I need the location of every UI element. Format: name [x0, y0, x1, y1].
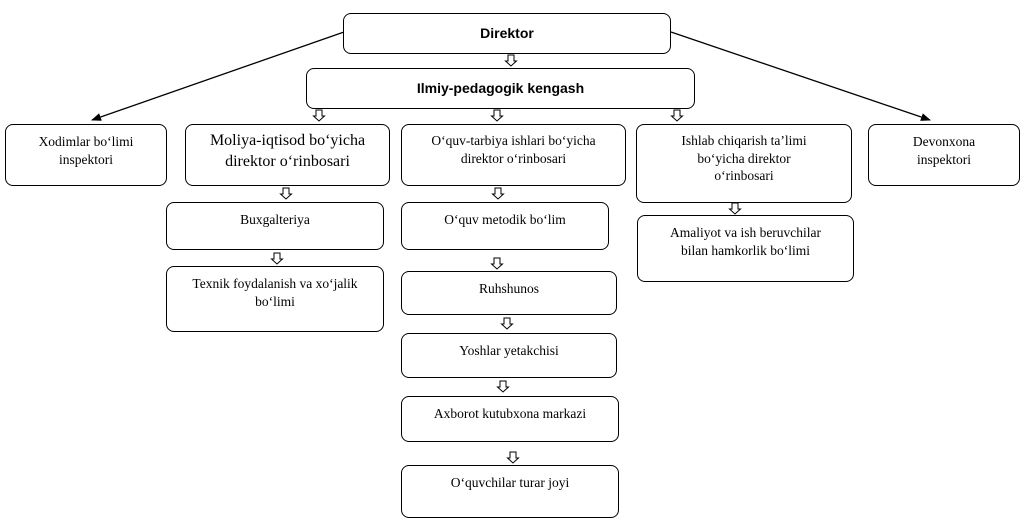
psychologist-box: Ruhshunos — [401, 271, 617, 315]
education-deputy-box: O‘quv-tarbiya ishlari bo‘yicha direktor … — [401, 124, 626, 186]
methodical-label: O‘quv metodik bo‘lim — [444, 212, 566, 227]
maintenance-label: Texnik foydalanish va xo‘jalik bo‘limi — [192, 276, 358, 309]
council-box: Ilmiy-pedagogik kengash — [306, 68, 695, 109]
arrow-library-to-dormitory — [507, 451, 519, 464]
arrow-education-to-methodical — [492, 187, 504, 200]
youth-leader-label: Yoshlar yetakchisi — [459, 343, 559, 358]
accounting-box: Buxgalteriya — [166, 202, 384, 250]
library-label: Axborot kutubxona markazi — [433, 406, 587, 421]
education-deputy-label: O‘quv-tarbiya ishlari bo‘yicha direktor … — [431, 133, 596, 166]
dormitory-box: O‘quvchilar turar joyi — [401, 465, 619, 518]
methodical-box: O‘quv metodik bo‘lim — [401, 202, 609, 250]
arrow-council-to-finance — [313, 109, 325, 122]
youth-leader-box: Yoshlar yetakchisi — [401, 333, 617, 378]
arrow-psychologist-to-youth — [501, 317, 513, 330]
practice-department-box: Amaliyot va ish beruvchilar bilan hamkor… — [637, 215, 854, 282]
accounting-label: Buxgalteriya — [240, 212, 310, 227]
arrow-council-to-production — [671, 109, 683, 122]
arrow-director-to-council — [505, 54, 517, 67]
director-label: Direktor — [480, 25, 534, 42]
council-label: Ilmiy-pedagogik kengash — [416, 80, 585, 97]
hr-inspector-box: Xodimlar bo‘limi inspektori — [5, 124, 167, 186]
dormitory-label: O‘quvchilar turar joyi — [450, 475, 570, 490]
arrow-production-to-practice — [729, 202, 741, 215]
arrow-methodical-to-psychologist — [491, 257, 503, 270]
psychologist-label: Ruhshunos — [478, 281, 539, 296]
hr-inspector-label: Xodimlar bo‘limi inspektori — [38, 134, 134, 167]
library-box: Axborot kutubxona markazi — [401, 396, 619, 442]
arrow-youth-to-library — [497, 380, 509, 393]
arrow-accounting-to-maintenance — [271, 252, 283, 265]
production-deputy-box: Ishlab chiqarish ta’limi bo‘yicha direkt… — [636, 124, 852, 203]
arrow-director-to-records — [670, 31, 931, 121]
arrow-finance-to-accounting — [280, 187, 292, 200]
finance-deputy-label: Moliya-iqtisod bo‘yicha direktor o‘rinbo… — [209, 132, 366, 170]
arrow-council-to-education — [491, 109, 503, 122]
practice-department-label: Amaliyot va ish beruvchilar bilan hamkor… — [669, 225, 822, 258]
production-deputy-label: Ishlab chiqarish ta’limi bo‘yicha direkt… — [681, 133, 807, 184]
maintenance-box: Texnik foydalanish va xo‘jalik bo‘limi — [166, 266, 384, 332]
records-inspector-box: Devonxona inspektori — [868, 124, 1020, 186]
director-box: Direktor — [343, 13, 671, 54]
finance-deputy-box: Moliya-iqtisod bo‘yicha direktor o‘rinbo… — [185, 124, 390, 186]
records-inspector-label: Devonxona inspektori — [912, 134, 976, 167]
